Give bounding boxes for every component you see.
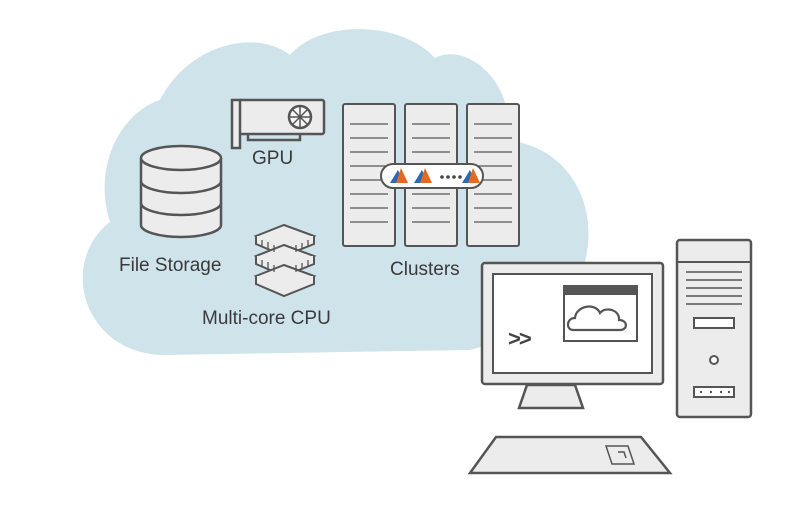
cloud-app-window-icon <box>563 285 638 342</box>
gpu-icon <box>230 98 326 150</box>
multicore-cpu-label: Multi-core CPU <box>202 308 331 329</box>
gpu-label: GPU <box>252 148 294 169</box>
keyboard-icon <box>467 435 673 475</box>
multicore-cpu-icon <box>253 223 317 298</box>
cluster-racks-icon <box>342 103 520 247</box>
file-storage-icon <box>139 144 223 239</box>
matlab-workers-icon <box>390 168 480 183</box>
tower-pc-icon <box>675 238 753 419</box>
command-prompt: >> <box>508 326 532 351</box>
file-storage-label: File Storage <box>119 255 222 276</box>
cloud-shape <box>82 29 589 356</box>
clusters-label: Clusters <box>390 259 460 280</box>
